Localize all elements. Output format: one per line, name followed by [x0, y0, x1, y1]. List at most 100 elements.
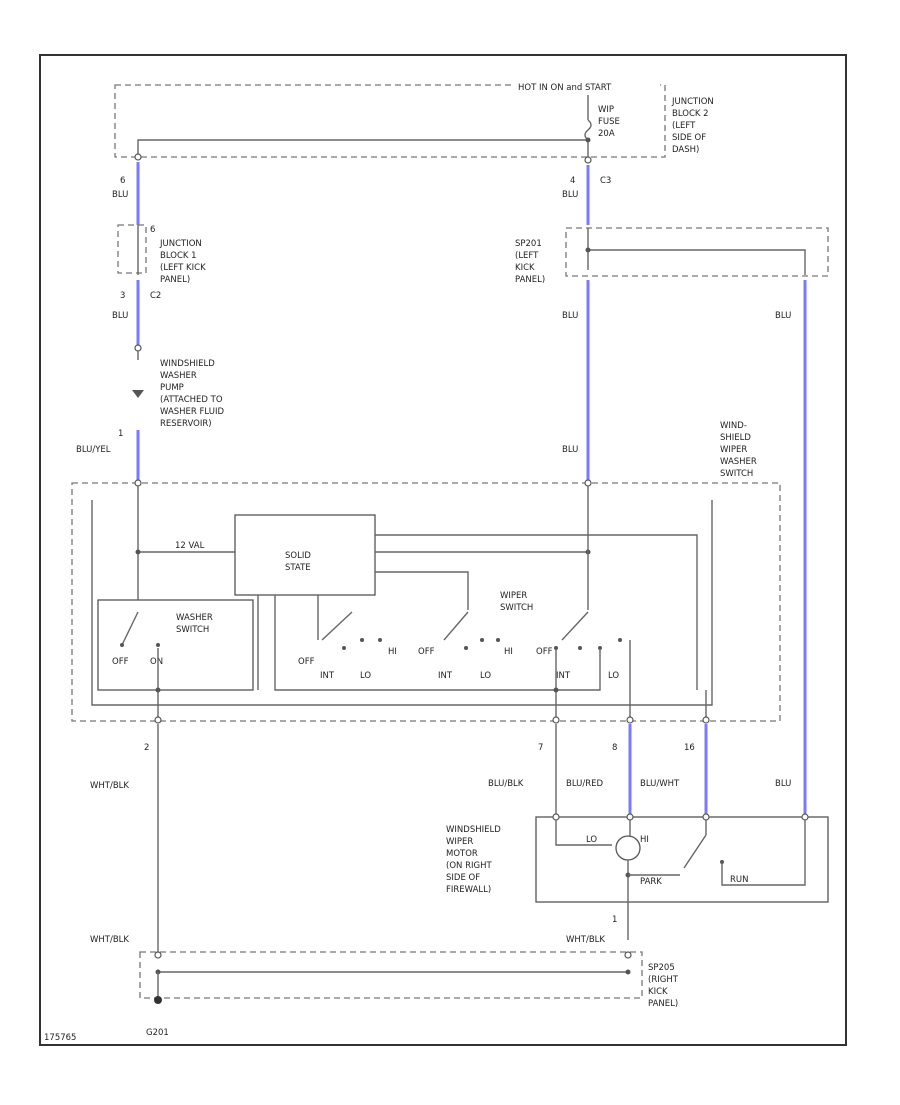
ss-out-5 — [274, 595, 460, 691]
sp201-label-1: SP201 — [515, 239, 542, 249]
jb2-pin: 4 — [570, 176, 575, 186]
ground-symbol — [154, 996, 162, 1004]
switch-pin-16 — [702, 716, 710, 724]
wiper-switch-label-1: WIPER — [500, 591, 527, 601]
motor-out-color: WHT/BLK — [566, 935, 605, 945]
sp205-right-node — [625, 969, 631, 975]
jb1-label-4: PANEL) — [160, 275, 190, 285]
pump-symbol — [132, 390, 144, 398]
wire-c2-color: BLU/RED — [566, 779, 604, 789]
pos-label-1: INT — [320, 671, 335, 681]
switch-label-5: SWITCH — [720, 469, 753, 479]
switch-label-2: SHIELD — [720, 433, 751, 443]
motor-label-1: WINDSHIELD — [446, 825, 501, 835]
wiper-blade-2 — [443, 611, 469, 641]
wire-c4-color: BLU — [775, 779, 791, 789]
switch-pin-8 — [626, 716, 634, 724]
switch-pin-bottom: 2 — [144, 743, 149, 753]
sp205-label-1: SP205 — [648, 963, 675, 973]
jb1-connector: C2 — [150, 291, 161, 301]
jb1-label-2: BLOCK 1 — [160, 251, 197, 261]
sp201-branch — [588, 249, 806, 275]
fuse-line-2: FUSE — [598, 117, 620, 127]
pos-label-0: OFF — [298, 657, 315, 667]
wiper-blade-1 — [321, 611, 353, 641]
motor-armature — [615, 835, 641, 861]
contact-2 — [360, 638, 364, 642]
wire-c3-color: BLU/WHT — [640, 779, 680, 789]
motor-hi: HI — [640, 835, 649, 845]
ss-input-node — [135, 549, 141, 555]
pump-in-pin — [134, 344, 142, 352]
motor-label-5: SIDE OF — [446, 873, 480, 883]
junction-block-2-box — [114, 84, 666, 158]
top-bar-label: HOT IN ON and START — [518, 83, 612, 93]
pos-label-8: OFF — [536, 647, 553, 657]
park-switch-blade — [683, 834, 707, 869]
motor-pin-3 — [702, 813, 710, 821]
solid-state-box — [234, 514, 376, 596]
pos-label-2: LO — [360, 671, 371, 681]
switch-pin-left-top — [134, 479, 142, 487]
contact-3 — [378, 638, 382, 642]
contact-5 — [480, 638, 484, 642]
wiper-blade-3 — [561, 611, 589, 641]
pin-8-label: 8 — [612, 743, 617, 753]
wire-c1-color: BLU/BLK — [488, 779, 524, 789]
switch-label-1: WIND- — [720, 421, 747, 431]
motor-label-4: (ON RIGHT — [446, 861, 492, 871]
top-bar-bg — [515, 80, 660, 92]
lo-bus — [460, 648, 601, 691]
washer-switch-blade — [121, 611, 139, 646]
solid-state-line-1: SOLID — [285, 551, 311, 561]
pos-label-5: INT — [438, 671, 453, 681]
sp205-label-3: KICK — [648, 987, 668, 997]
motor-run: RUN — [730, 875, 749, 885]
left-top-color: BLU — [112, 190, 128, 200]
diagram-id: 175765 — [44, 1033, 76, 1043]
washer-on: ON — [150, 657, 163, 667]
sp201-label-3: KICK — [515, 263, 535, 273]
small-wire-label: 12 VAL — [175, 541, 205, 551]
washer-switch-off-contact — [120, 643, 124, 647]
fuse-line-1: WIP — [598, 105, 614, 115]
jb2-label-4: SIDE OF — [672, 133, 706, 143]
contact-1 — [342, 646, 346, 650]
ground-color: WHT/BLK — [90, 935, 129, 945]
jb2-label-5: DASH) — [672, 145, 699, 155]
pump-label-4: (ATTACHED TO — [160, 395, 223, 405]
sp205-right-pin — [624, 951, 632, 959]
ss-out-3 — [375, 571, 469, 610]
junction-block-1-box — [117, 224, 147, 274]
wiper-switch-label-2: SWITCH — [500, 603, 533, 613]
left-top-pin: 6 — [120, 176, 125, 186]
switch-pin-right-top — [584, 479, 592, 487]
pump-out-color: BLU/YEL — [76, 445, 111, 455]
jb2-right-pin — [584, 156, 592, 164]
pin-7-label: 7 — [538, 743, 543, 753]
solid-state-line-2: STATE — [285, 563, 311, 573]
run-wire — [721, 820, 806, 886]
ss-out-1 — [375, 534, 698, 690]
sp201-node — [585, 247, 591, 253]
sp205-label-2: (RIGHT — [648, 975, 679, 985]
sp201-box — [565, 227, 829, 277]
switch-pin-2 — [154, 716, 162, 724]
jb1-pin-top: 6 — [150, 225, 155, 235]
motor-pin-1 — [552, 813, 560, 821]
washer-switch-label-2: SWITCH — [176, 625, 209, 635]
pos-label-4: OFF — [418, 647, 435, 657]
jb2-node — [585, 137, 591, 143]
switch-pin-7 — [552, 716, 560, 724]
jb1-pin-bottom: 3 — [120, 291, 125, 301]
sp201-bottom-color: BLU — [562, 445, 578, 455]
pin-16-label: 16 — [684, 743, 695, 753]
wiper-motor-box — [535, 816, 829, 903]
jb2-label-1: JUNCTION — [671, 97, 714, 107]
washer-out-node — [155, 687, 161, 693]
pos-label-7: HI — [504, 647, 513, 657]
sp205-left-pin — [154, 951, 162, 959]
motor-label-6: FIREWALL) — [446, 885, 491, 895]
motor-pin-2 — [626, 813, 634, 821]
